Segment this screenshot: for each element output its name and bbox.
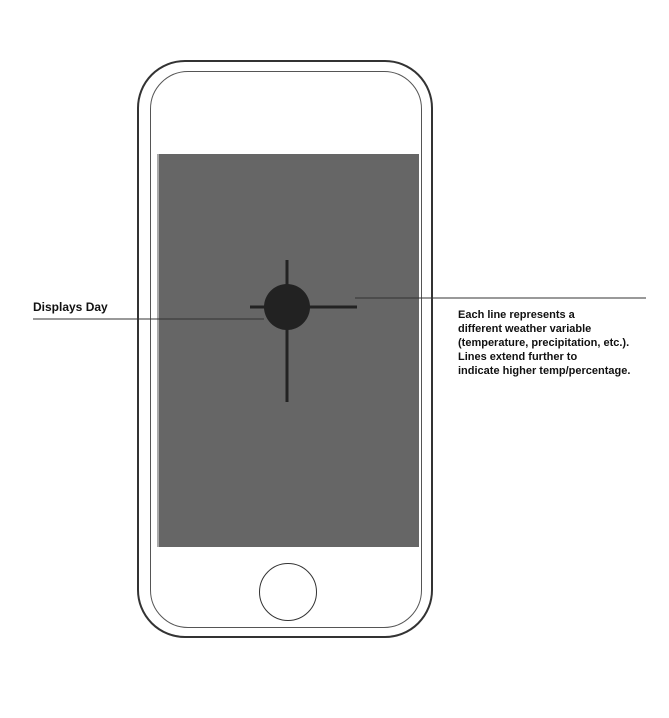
home-button-icon[interactable]: [259, 563, 317, 621]
phone-inner-bezel: [150, 71, 422, 628]
day-circle-icon: [264, 284, 310, 330]
displays-day-label: Displays Day: [33, 300, 108, 314]
weather-lines-description: Each line represents a different weather…: [458, 309, 631, 377]
